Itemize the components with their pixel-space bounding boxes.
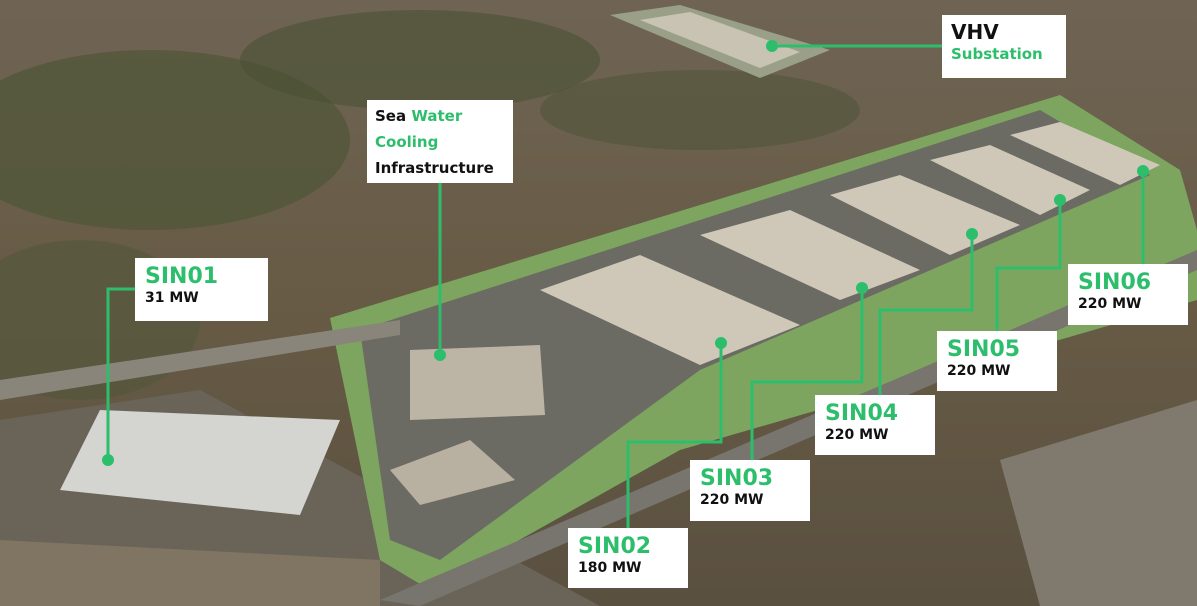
marker-dot (766, 40, 778, 52)
label-sea-water-cooling: Sea Water Cooling Infrastructure (367, 100, 513, 183)
label-sin02: SIN02 180 MW (568, 528, 688, 588)
site-name: SIN04 (825, 401, 899, 426)
vhv-title: VHV (951, 20, 999, 44)
site-name: SIN02 (578, 534, 652, 559)
cooling-word: Water (411, 107, 463, 125)
leader-sin05 (995, 200, 1062, 331)
site-capacity: 220 MW (947, 363, 1011, 380)
marker-dot (1054, 194, 1066, 206)
marker-dot (715, 337, 727, 349)
label-sin01: SIN01 31 MW (135, 258, 268, 321)
marker-dot (434, 349, 446, 361)
cooling-word: Sea (375, 107, 407, 125)
site-name: SIN01 (145, 264, 219, 289)
marker-dot (966, 228, 978, 240)
label-sin03: SIN03 220 MW (690, 460, 810, 521)
marker-dot (1137, 165, 1149, 177)
leader-sin04 (878, 234, 974, 395)
site-name: SIN03 (700, 466, 774, 491)
label-sin04: SIN04 220 MW (815, 395, 935, 455)
site-capacity: 180 MW (578, 560, 642, 577)
leader-sin02 (626, 343, 723, 528)
cooling-word: Cooling (375, 133, 439, 151)
leader-sin01 (106, 287, 135, 460)
site-name: SIN06 (1078, 270, 1152, 295)
label-vhv-substation: VHV Substation (942, 15, 1066, 78)
site-capacity: 220 MW (1078, 296, 1142, 313)
site-name: SIN05 (947, 337, 1021, 362)
site-capacity: 31 MW (145, 290, 199, 307)
site-capacity: 220 MW (825, 427, 889, 444)
label-sin06: SIN06 220 MW (1068, 264, 1188, 325)
site-capacity: 220 MW (700, 492, 764, 509)
marker-dot (856, 282, 868, 294)
marker-dot (102, 454, 114, 466)
cooling-word: Infrastructure (375, 159, 494, 177)
leader-sin03 (750, 288, 864, 460)
vhv-subtitle: Substation (951, 45, 1043, 63)
label-sin05: SIN05 220 MW (937, 331, 1057, 391)
